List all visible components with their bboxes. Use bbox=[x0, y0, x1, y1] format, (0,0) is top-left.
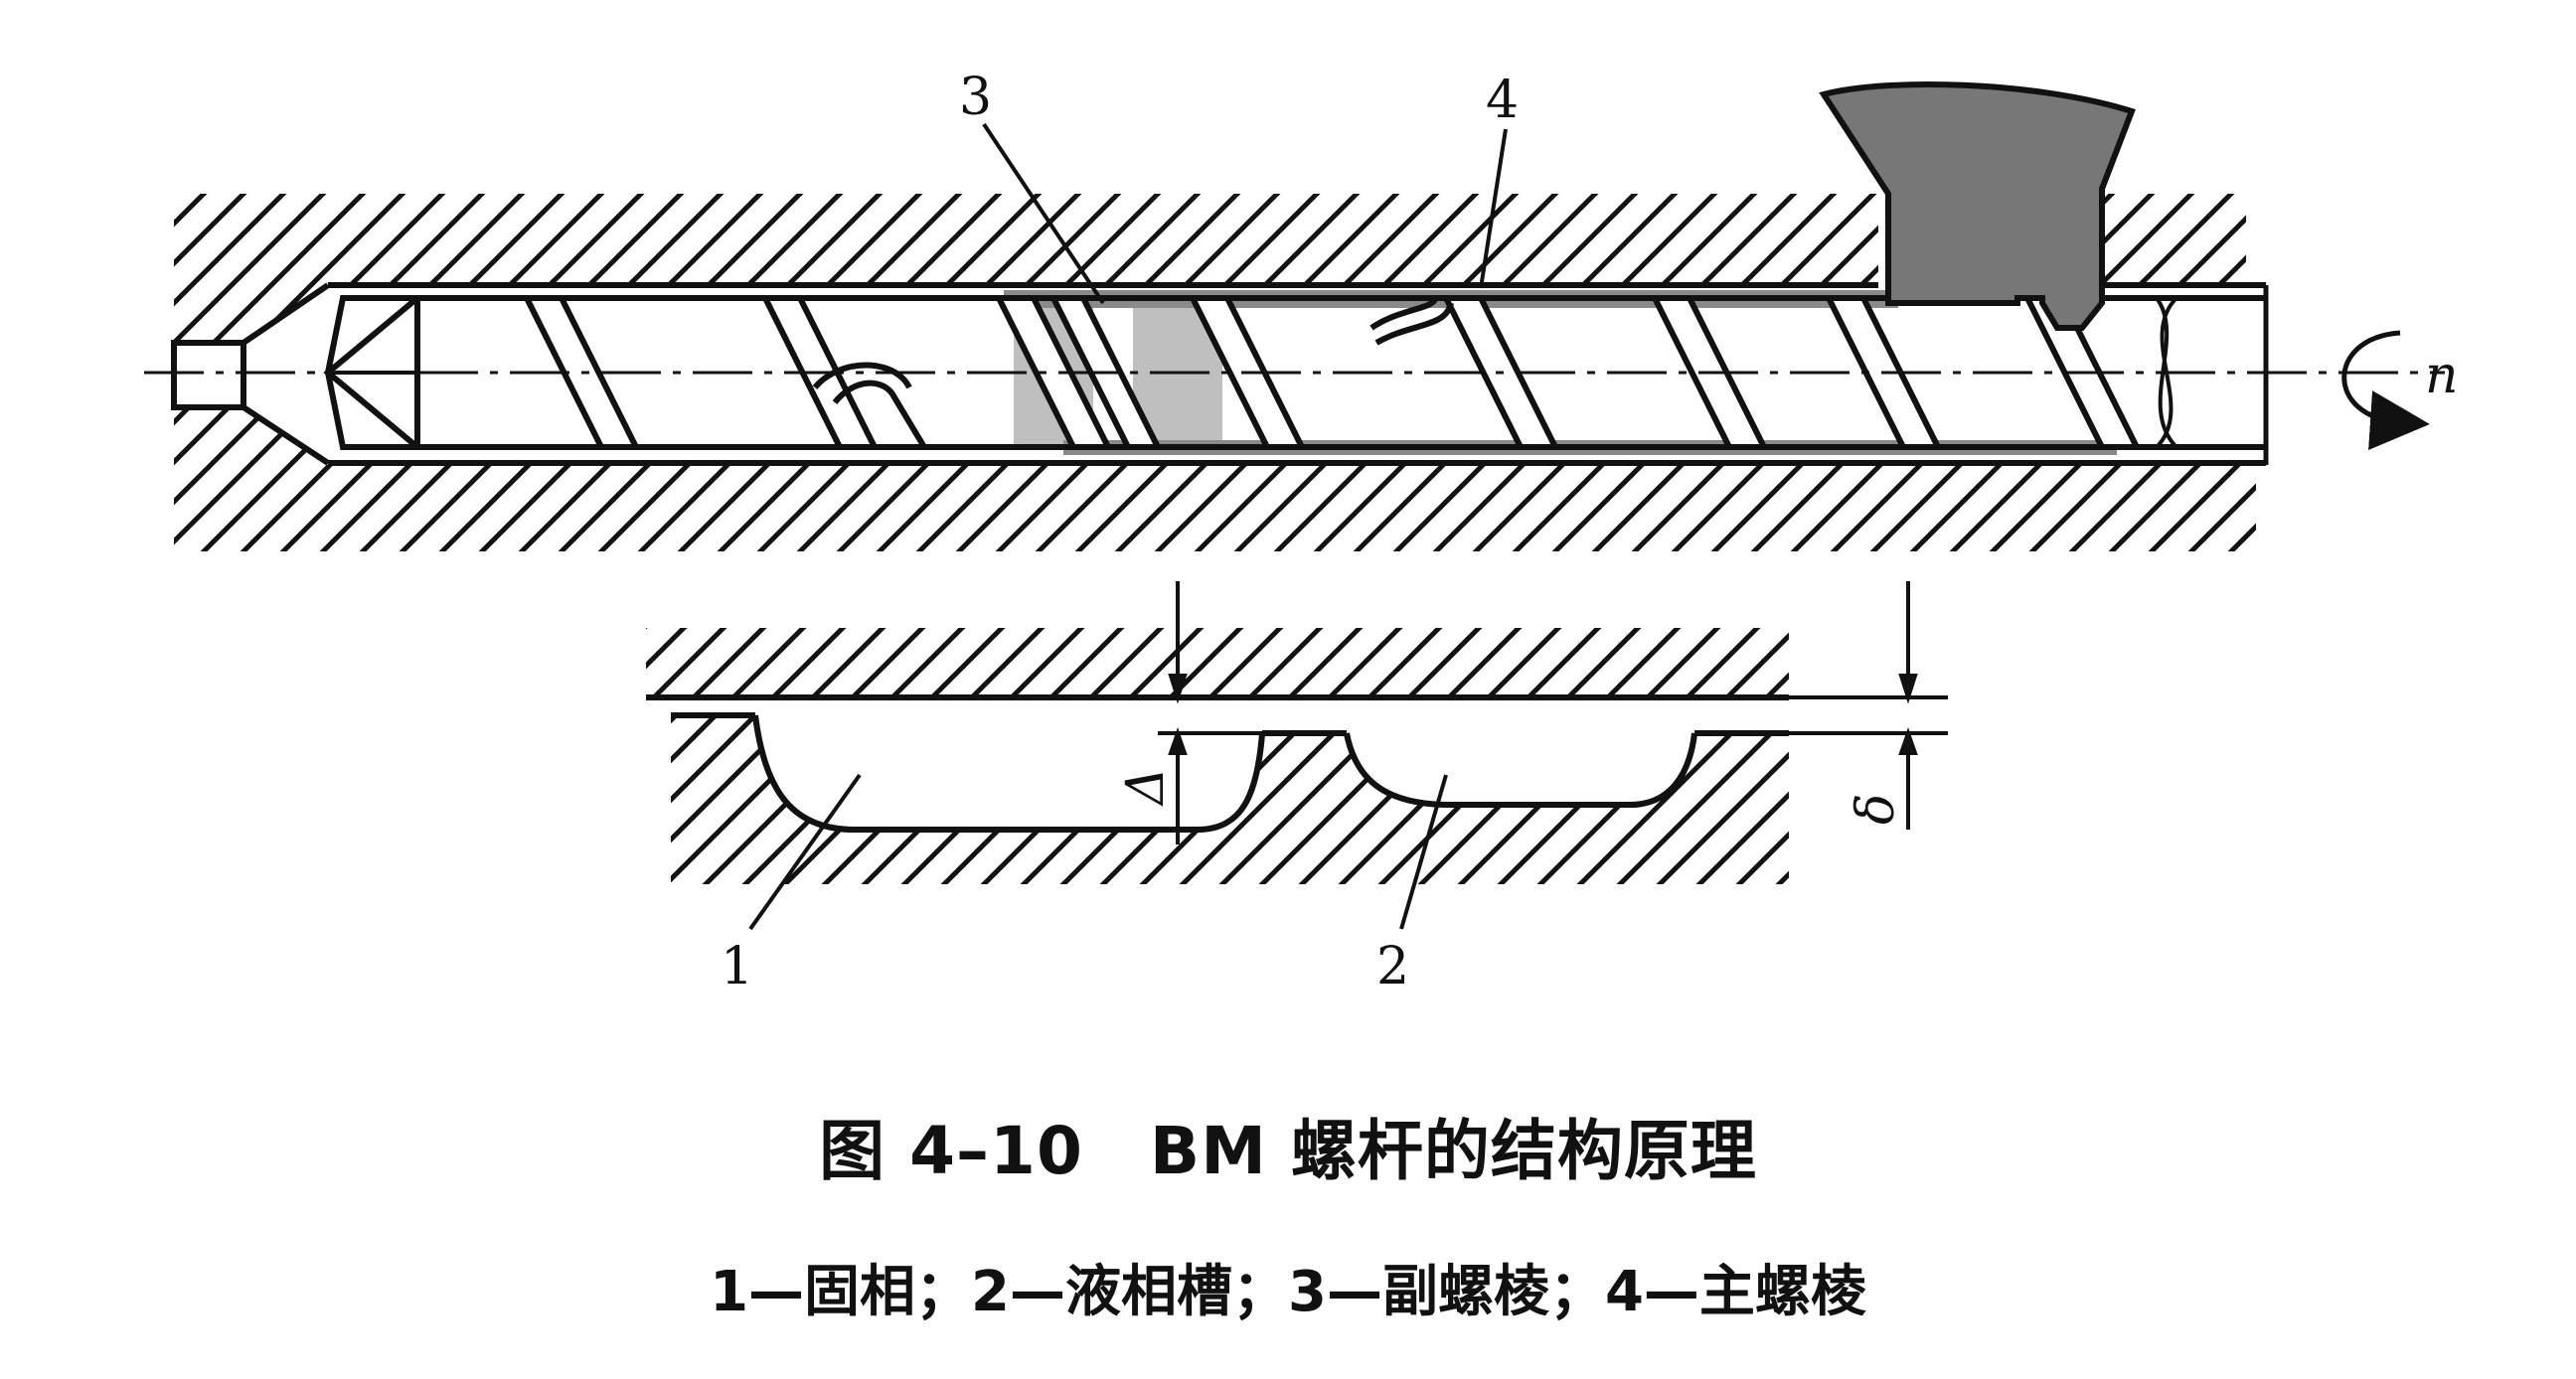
figure-title: 图 4–10 BM 螺杆的结构原理 bbox=[819, 1113, 1757, 1189]
rotation-indicator: n bbox=[144, 330, 2459, 450]
dimension-delta-big bbox=[1158, 581, 1264, 844]
dimension-delta-small bbox=[1789, 581, 1948, 830]
barrel-upper-wall bbox=[174, 194, 1878, 343]
label-1: 1 bbox=[721, 937, 753, 996]
barrier-start-2 bbox=[1374, 302, 1454, 346]
label-delta-big: Δ bbox=[1116, 767, 1176, 807]
section-barrel bbox=[646, 628, 1789, 697]
label-delta-small: δ bbox=[1847, 794, 1906, 825]
cross-section bbox=[646, 628, 1789, 884]
figure-legend: 1—固相；2—液相槽；3—副螺棱；4—主螺棱 bbox=[710, 1260, 1866, 1324]
barrel bbox=[171, 194, 2266, 551]
main-flight bbox=[994, 295, 1113, 450]
barrel-lower-wall bbox=[174, 407, 2256, 551]
nozzle-bore bbox=[171, 340, 246, 410]
section-screw bbox=[671, 715, 1789, 884]
barrier-start-1 bbox=[832, 380, 927, 449]
hopper bbox=[1819, 80, 2136, 331]
screw bbox=[323, 285, 2269, 465]
label-2: 2 bbox=[1376, 937, 1409, 996]
label-3: 3 bbox=[959, 68, 992, 127]
label-4: 4 bbox=[1486, 71, 1519, 130]
label-n: n bbox=[2425, 346, 2459, 405]
